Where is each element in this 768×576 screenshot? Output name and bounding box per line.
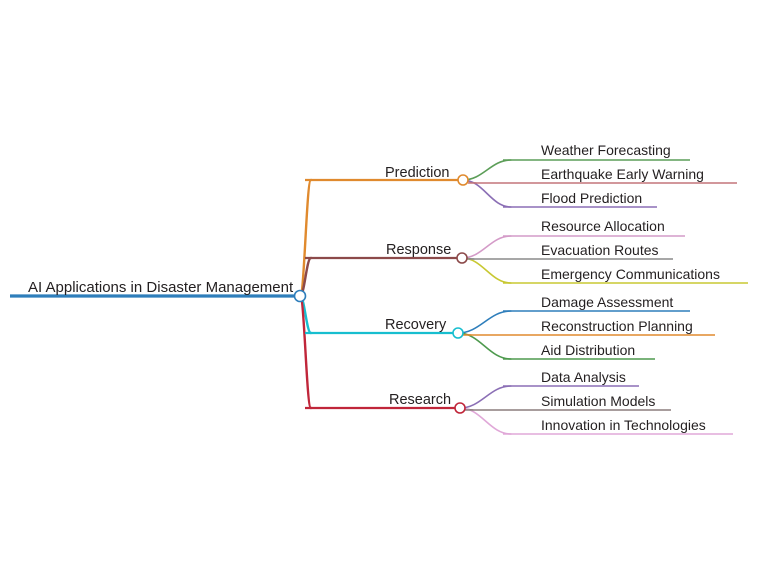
underline-paths: [10, 159, 748, 435]
leaf-label-2-2: Aid Distribution: [541, 342, 636, 358]
leaf-label-3-2: Innovation in Technologies: [541, 417, 706, 433]
leaf-connector-0-2: [462, 179, 512, 208]
root-label: AI Applications in Disaster Management: [28, 279, 294, 296]
leaf-label-1-2: Emergency Communications: [541, 266, 720, 282]
leaf-label-1-1: Evacuation Routes: [541, 242, 659, 258]
branch-node-2[interactable]: [452, 327, 464, 339]
branch-label-2: Recovery: [385, 317, 447, 333]
root-node[interactable]: [293, 289, 307, 303]
leaf-label-0-0: Weather Forecasting: [541, 142, 671, 158]
branch-label-3: Research: [389, 392, 452, 408]
leaf-label-2-1: Reconstruction Planning: [541, 318, 693, 334]
leaf-label-0-1: Earthquake Early Warning: [541, 166, 704, 182]
branch-node-1[interactable]: [456, 252, 468, 264]
branch-node-3[interactable]: [454, 402, 466, 414]
leaf-connector-0-0: [462, 159, 512, 181]
leaf-connector-3-2: [459, 407, 512, 435]
leaf-label-0-2: Flood Prediction: [541, 190, 643, 206]
leaf-connector-2-0: [457, 310, 512, 334]
leaf-connector-2-2: [457, 332, 512, 360]
leaf-label-3-0: Data Analysis: [541, 369, 626, 385]
leaf-label-2-0: Damage Assessment: [541, 294, 674, 310]
leaf-connector-3-0: [459, 385, 512, 409]
leaf-label-1-0: Resource Allocation: [541, 218, 665, 234]
node-circles: [293, 174, 469, 414]
leaf-connector-1-2: [461, 257, 512, 284]
branch-label-1: Response: [386, 242, 452, 258]
branch-label-0: Prediction: [385, 165, 450, 181]
leaf-connector-1-0: [461, 235, 512, 259]
branch-node-0[interactable]: [457, 174, 469, 186]
leaf-label-3-1: Simulation Models: [541, 393, 656, 409]
